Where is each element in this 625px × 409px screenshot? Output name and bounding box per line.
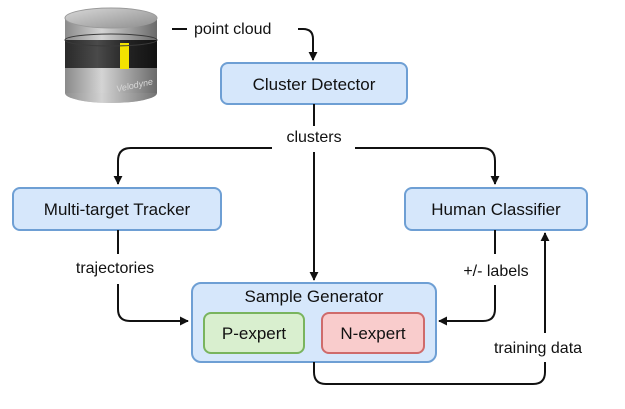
node-multi-target-tracker: Multi-target Tracker [12,187,222,231]
p-expert-label: P-expert [222,324,287,343]
node-sample-generator: Sample Generator P-expert N-expert [191,282,437,363]
edge-trajectories: trajectories [76,230,189,326]
trajectories-label: trajectories [76,260,154,277]
node-n-expert: N-expert [321,312,425,354]
labels-label: +/- labels [463,263,528,280]
cluster-detector-label: Cluster Detector [253,75,376,94]
node-cluster-detector: Cluster Detector [220,62,408,105]
training-data-label: training data [494,340,582,357]
node-p-expert: P-expert [203,312,305,354]
edge-point-cloud: point cloud [172,21,318,61]
node-human-classifier: Human Classifier [404,187,588,231]
sample-generator-label: Sample Generator [245,287,384,306]
edge-labels: +/- labels [438,230,529,326]
human-classifier-label: Human Classifier [431,200,561,219]
point-cloud-label: point cloud [194,21,271,38]
n-expert-label: N-expert [340,324,405,343]
multi-target-tracker-label: Multi-target Tracker [44,200,191,219]
edge-training-data: training data [313,232,582,385]
lidar-sensor-icon: Velodyne [64,7,158,103]
clusters-label: clusters [286,129,341,146]
edge-clusters: clusters [113,104,500,281]
